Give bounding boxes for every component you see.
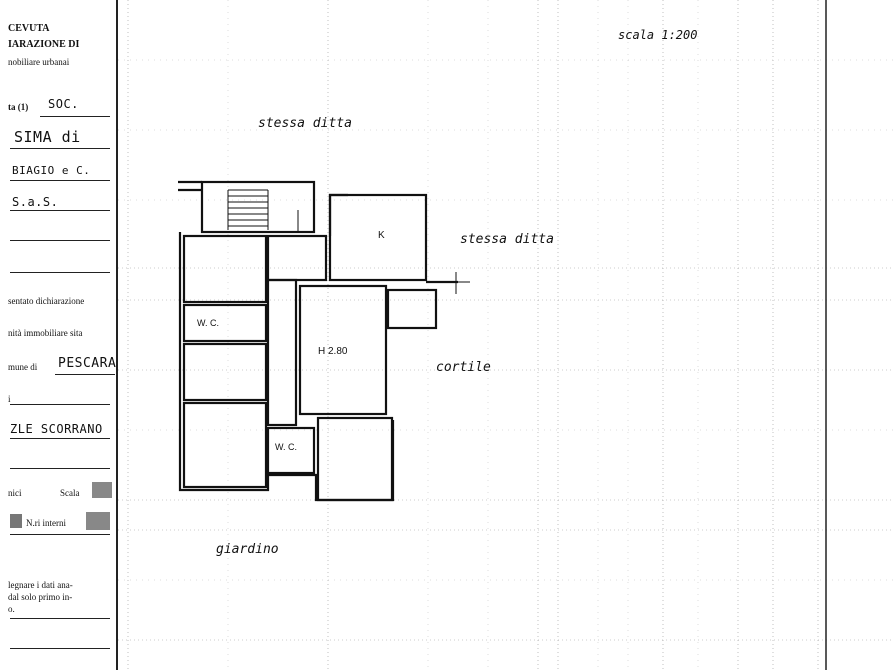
wc-label-1: W. C.: [197, 318, 219, 328]
scala-label: Scala: [60, 488, 80, 498]
piano-label: nici: [8, 488, 22, 498]
header-line-1: CEVUTA: [8, 23, 50, 34]
via-rule-1: [10, 404, 110, 405]
declaration-form-column: CEVUTA IARAZIONE DI nobiliare urbanai ta…: [0, 0, 118, 670]
ditta-label: ta (1): [8, 102, 29, 112]
name-rule-1: [10, 148, 110, 149]
via-label: i: [8, 394, 11, 404]
kitchen-label: K: [378, 230, 385, 241]
via-rule-2: [10, 438, 110, 439]
interni-stamp: [10, 514, 22, 528]
ditta-rule: [40, 116, 110, 117]
scale-note: scala 1:200: [618, 28, 698, 42]
comune-value: PESCARA: [58, 356, 117, 371]
comune-label: mune di: [8, 362, 38, 372]
garden-label: giardino: [216, 542, 279, 557]
name-rule-3: [10, 210, 110, 211]
comune-rule: [55, 374, 115, 375]
name-rule-2: [10, 180, 110, 181]
note-line-3: o.: [8, 604, 15, 614]
reference-crosshair: [448, 272, 470, 294]
header-line-2: IARAZIONE DI: [8, 39, 80, 50]
immobiliare-label: nità immobiliare sita: [8, 328, 83, 338]
note-line-2: dal solo primo in-: [8, 592, 73, 602]
blank-rule-3: [10, 468, 110, 469]
company-name-line-2: BIAGIO e C.: [12, 164, 91, 177]
note-line-1: legnare i dati ana-: [8, 580, 73, 590]
floor-plan: [178, 180, 458, 502]
header-line-3: nobiliare urbanai: [8, 57, 70, 67]
blank-rule-2: [10, 272, 110, 273]
interni-value-stamp: [86, 512, 110, 530]
graph-paper-grid: [118, 0, 893, 670]
dichiarazione-label: sentato dichiarazione: [8, 296, 85, 306]
interni-label: N.ri interni: [26, 518, 66, 528]
via-value: ZLE SCORRANO: [10, 422, 103, 436]
company-name-line-3: S.a.S.: [12, 195, 59, 209]
room-height-label: H 2.80: [318, 346, 348, 357]
blank-rule-1: [10, 240, 110, 241]
interni-rule: [10, 534, 110, 535]
neighbor-right-label: stessa ditta: [460, 232, 554, 247]
company-name-line-1: SIMA di: [14, 128, 81, 146]
note-rule: [10, 618, 110, 619]
neighbor-top-label: stessa ditta: [258, 116, 352, 131]
courtyard-label: cortile: [436, 360, 491, 375]
bottom-rule: [10, 648, 110, 649]
ditta-value: SOC.: [48, 97, 79, 111]
scala-value-stamp: [92, 482, 112, 498]
wc-label-2: W. C.: [275, 442, 297, 452]
